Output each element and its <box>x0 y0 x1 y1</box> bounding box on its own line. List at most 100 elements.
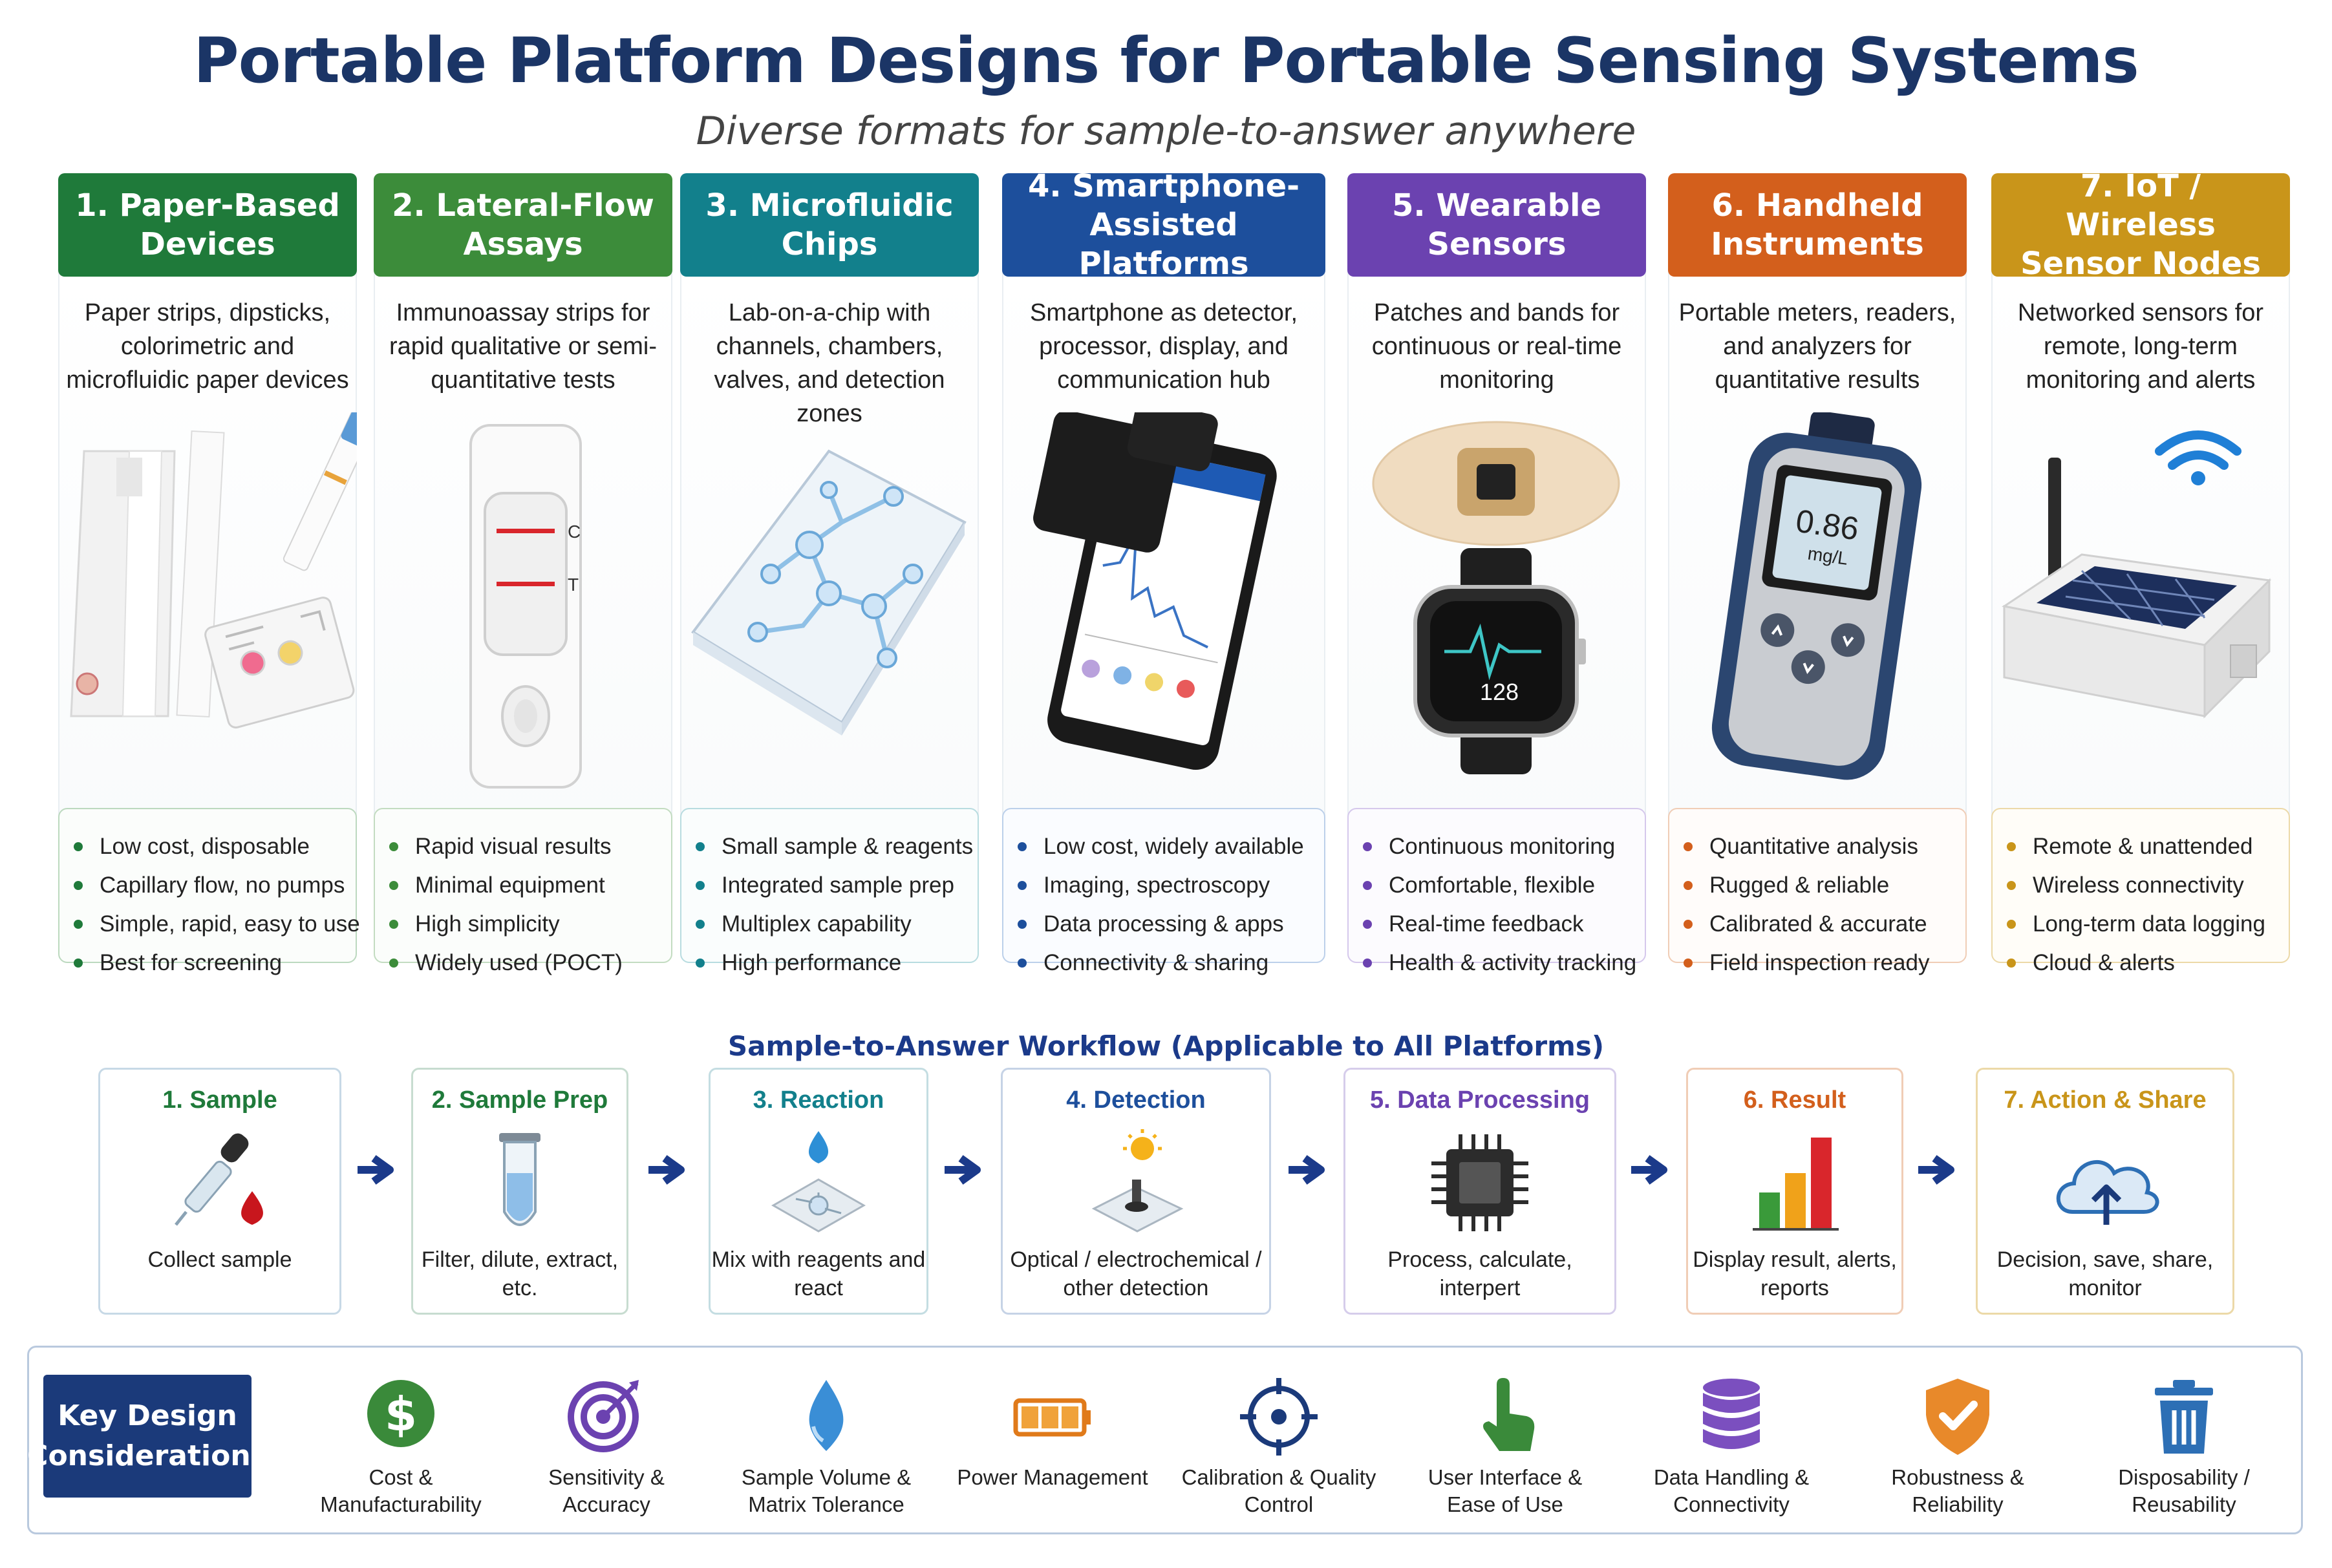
handheld-meter-image: 0.86 mg/L <box>1668 410 1967 981</box>
arrow-right-icon <box>358 1155 394 1185</box>
feature-text: Cloud & alerts <box>2033 950 2175 975</box>
lateral-flow-cassette-image: C T <box>374 412 672 981</box>
platform-description: Immunoassay strips for rapid qualitative… <box>389 299 657 394</box>
consideration-text: Disposability / Reusability <box>2118 1465 2250 1516</box>
feature-text: Real-time feedback <box>1389 911 1584 937</box>
platform-heading: 7. IoT / Wireless Sensor Nodes <box>1991 168 2290 282</box>
workflow-step-description: Mix with reagents and react <box>711 1247 926 1300</box>
feature-item: Cloud & alerts <box>2007 944 2278 982</box>
consideration-text: User Interface & Ease of Use <box>1428 1465 1583 1516</box>
consideration-text: Data Handling & Connectivity <box>1653 1465 1810 1516</box>
crosshair-icon <box>1240 1378 1318 1456</box>
platform-features: Continuous monitoring Comfortable, flexi… <box>1347 808 1646 975</box>
meter-value: 0.86 <box>1793 503 1861 547</box>
feature-item: Real-time feedback <box>1363 905 1634 944</box>
feature-text: Continuous monitoring <box>1389 834 1616 859</box>
test-line-label: T <box>568 575 579 595</box>
workflow-step-label: 3. Reaction <box>753 1086 884 1114</box>
feature-item: Comfortable, flexible <box>1363 866 1634 905</box>
touch-hand-icon <box>1483 1378 1535 1451</box>
platform-microfluidic: 3. Microfluidic Chips Lab-on-a-chip with… <box>680 173 979 1013</box>
workflow-step-detection: 4. Detection Optical / electrochemical /… <box>1001 1068 1271 1315</box>
workflow-step-description: Collect sample <box>147 1247 292 1272</box>
workflow-step-label: 1. Sample <box>162 1086 277 1114</box>
platform-description: Smartphone as detector, processor, displ… <box>1029 299 1298 394</box>
arrow-right-icon <box>1918 1155 1954 1185</box>
water-drop-icon <box>809 1380 844 1451</box>
feature-item: Small sample & reagents <box>696 827 973 866</box>
feature-item: Rapid visual results <box>389 827 661 866</box>
dollar-icon: $ <box>367 1380 434 1447</box>
platform-description: Paper strips, dipsticks, colorimetric an… <box>66 299 349 394</box>
feature-text: Best for screening <box>100 950 283 975</box>
feature-text: Data processing & apps <box>1043 911 1284 937</box>
consideration-sensitivity: Sensitivity & Accuracy <box>506 1375 707 1518</box>
consideration-robustness: Robustness & Reliability <box>1857 1375 2058 1518</box>
feature-item: Remote & unattended <box>2007 827 2278 866</box>
feature-text: Small sample & reagents <box>722 834 974 859</box>
feature-text: Imaging, spectroscopy <box>1043 873 1270 898</box>
platform-lateral-flow: 2. Lateral-Flow Assays Immunoassay strip… <box>374 173 672 1013</box>
arrow-right-icon <box>648 1155 685 1185</box>
feature-text: Rugged & reliable <box>1709 873 1890 898</box>
platform-description: Lab-on-a-chip with channels, chambers, v… <box>714 299 945 427</box>
microfluidic-chip-image <box>680 412 979 981</box>
workflow-step-data-processing: 5. Data Processing Process, calculate, i… <box>1343 1068 1616 1315</box>
feature-item: Imaging, spectroscopy <box>1018 866 1314 905</box>
platform-heading: 5. Wearable Sensors <box>1347 173 1646 277</box>
trash-icon <box>2155 1380 2213 1454</box>
platform-smartphone: 4. Smartphone-Assisted Platforms Smartph… <box>1002 168 1325 1013</box>
consideration-cost: $ Cost & Manufacturability <box>301 1375 501 1518</box>
feature-text: Low cost, widely available <box>1043 834 1304 859</box>
platform-iot-wireless: 7. IoT / Wireless Sensor Nodes Networked… <box>1991 168 2290 1013</box>
consideration-data-handling: Data Handling & Connectivity <box>1631 1375 1832 1518</box>
feature-text: Capillary flow, no pumps <box>100 873 345 898</box>
processor-chip-icon <box>1431 1134 1528 1231</box>
arrow-right-icon <box>1631 1155 1667 1185</box>
consideration-calibration: Calibration & Quality Control <box>1179 1375 1379 1518</box>
platform-features: Low cost, disposable Capillary flow, no … <box>58 808 360 975</box>
platform-features: Remote & unattended Wireless connectivit… <box>1991 808 2290 975</box>
consideration-text: Power Management <box>957 1465 1148 1489</box>
arrow-right-icon <box>1289 1155 1325 1185</box>
workflow-step-description: Process, calculate, interpert <box>1387 1247 1572 1300</box>
feature-item: Connectivity & sharing <box>1018 944 1314 982</box>
consideration-disposability: Disposability / Reusability <box>2084 1375 2284 1518</box>
consideration-text: Sensitivity & Accuracy <box>548 1465 665 1516</box>
feature-item: Continuous monitoring <box>1363 827 1634 866</box>
feature-item: Quantitative analysis <box>1684 827 1955 866</box>
workflow-step-description: Decision, save, share, monitor <box>1996 1247 2214 1300</box>
workflow-step-description: Display result, alerts, reports <box>1693 1247 1897 1300</box>
feature-text: Comfortable, flexible <box>1389 873 1596 898</box>
workflow-step-result: 6. Result Display result, alerts, report… <box>1686 1068 1903 1315</box>
consideration-text: Robustness & Reliability <box>1891 1465 2024 1516</box>
feature-item: Wireless connectivity <box>2007 866 2278 905</box>
bar-chart-icon <box>1753 1138 1839 1231</box>
feature-text: Minimal equipment <box>415 873 605 898</box>
smartphone-with-attachment-image <box>1002 400 1325 981</box>
platform-description: Portable meters, readers, and analyzers … <box>1678 299 1956 394</box>
platform-features: Low cost, widely available Imaging, spec… <box>1002 808 1325 975</box>
feature-item: Low cost, disposable <box>74 827 345 866</box>
workflow-step-action-share: 7. Action & Share Decision, save, share,… <box>1976 1068 2234 1315</box>
heart-rate-reading: 128 <box>1480 679 1519 705</box>
workflow-step-description: Filter, dilute, extract, etc. <box>421 1247 619 1300</box>
workflow-step-sample: 1. Sample Collect sample <box>98 1068 341 1315</box>
database-icon <box>1703 1379 1760 1449</box>
platform-features: Small sample & reagents Integrated sampl… <box>680 808 979 975</box>
platform-heading: 6. Handheld Instruments <box>1668 173 1967 277</box>
feature-text: Connectivity & sharing <box>1043 950 1269 975</box>
feature-text: Simple, rapid, easy to use <box>100 911 360 937</box>
feature-item: Long-term data logging <box>2007 905 2278 944</box>
platform-features: Quantitative analysis Rugged & reliable … <box>1668 808 1967 975</box>
cloud-upload-icon <box>2056 1160 2159 1225</box>
feature-item: Field inspection ready <box>1684 944 1955 982</box>
light-detector-icon <box>1091 1129 1184 1233</box>
feature-text: Multiplex capability <box>722 911 912 937</box>
consideration-text: Cost & Manufacturability <box>320 1465 482 1516</box>
feature-item: Data processing & apps <box>1018 905 1314 944</box>
platform-heading: 1. Paper-Based Devices <box>58 173 357 277</box>
workflow-step-description: Optical / electrochemical / other detect… <box>1010 1247 1262 1300</box>
feature-item: Capillary flow, no pumps <box>74 866 345 905</box>
consideration-sample-volume: Sample Volume & Matrix Tolerance <box>726 1375 926 1518</box>
